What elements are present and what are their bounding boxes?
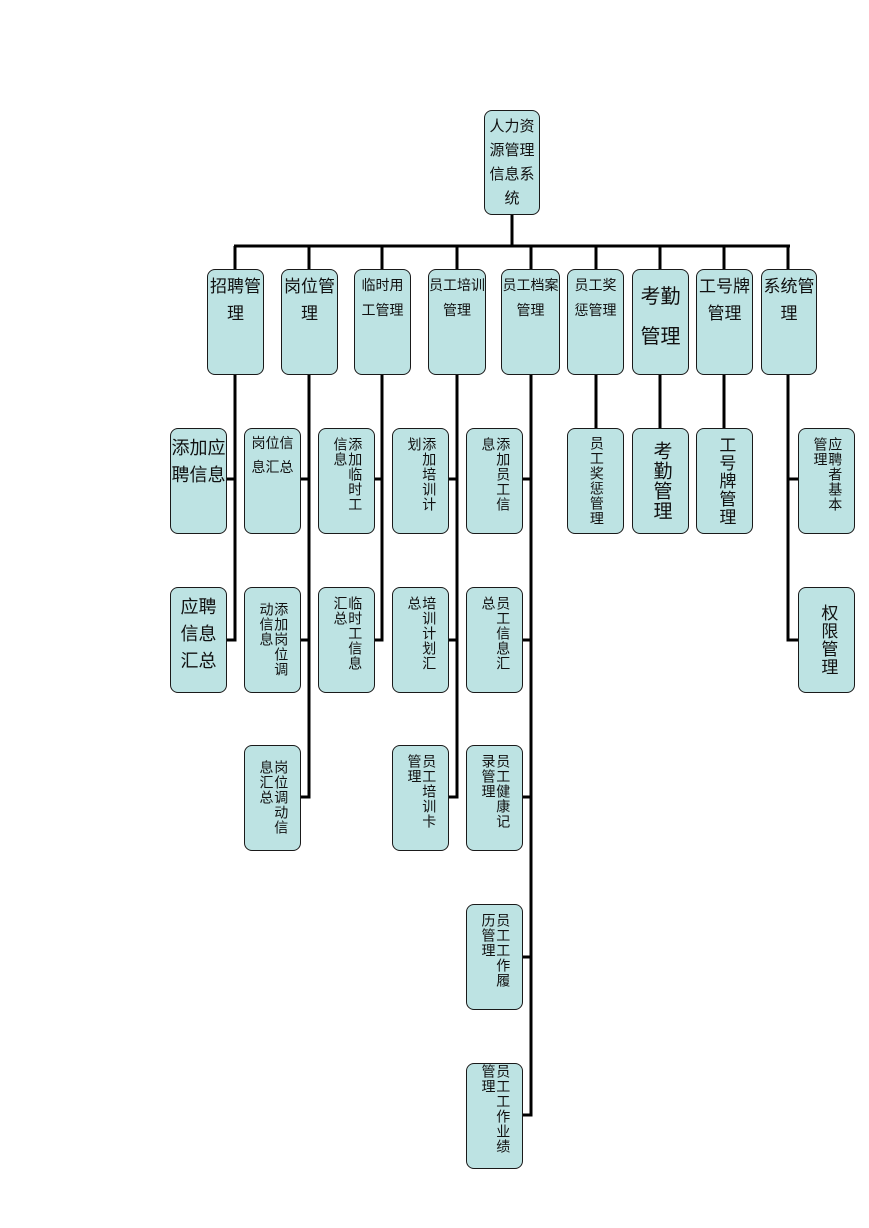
leaf-employee-info-summary: 员工信息汇总 (466, 587, 523, 693)
leaf-employee-performance: 员工工作业绩管理 (466, 1063, 523, 1169)
category-positions: 岗位管理 (281, 269, 338, 375)
leaf-training-plan-summary: 培训计划汇总 (392, 587, 449, 693)
leaf-permission-management: 权限管理 (798, 587, 855, 693)
leaf-position-transfer-summary: 岗位调动信息汇总 (244, 745, 301, 851)
leaf-temp-worker-info-summary: 临时工信息汇总 (318, 587, 375, 693)
leaf-add-training-plan: 添加培训计划 (392, 428, 449, 534)
leaf-add-employee-info: 添加员工信息 (466, 428, 523, 534)
category-attendance: 考勤管理 (632, 269, 689, 375)
leaf-attendance: 考勤管理 (632, 428, 689, 534)
leaf-employee-work-history: 员工工作履历管理 (466, 904, 523, 1010)
leaf-applicant-info-summary: 应聘信息汇总 (170, 587, 227, 693)
category-employee-records: 员工档案管理 (501, 269, 560, 375)
category-system: 系统管理 (761, 269, 817, 375)
category-temp-workers: 临时用工管理 (354, 269, 411, 375)
category-recruitment: 招聘管理 (207, 269, 264, 375)
leaf-add-position-transfer: 添加岗位调动信息 (244, 587, 301, 693)
category-rewards-penalties: 员工奖惩管理 (567, 269, 624, 375)
leaf-position-info-summary: 岗位信息汇总 (244, 428, 301, 534)
root-node: 人力资源管理信息系统 (484, 110, 540, 215)
leaf-training-card-management: 员工培训卡管理 (392, 745, 449, 851)
leaf-add-temp-worker-info: 添加临时工信息 (318, 428, 375, 534)
leaf-add-applicant-info: 添加应聘信息 (170, 428, 227, 534)
category-badges: 工号牌管理 (696, 269, 753, 375)
leaf-rewards-penalties: 员工奖惩管理 (567, 428, 624, 534)
leaf-employee-health-records: 员工健康记录管理 (466, 745, 523, 851)
leaf-applicant-basic-management: 应聘者基本管理 (798, 428, 855, 534)
category-training: 员工培训管理 (428, 269, 486, 375)
leaf-badges: 工号牌管理 (696, 428, 753, 534)
